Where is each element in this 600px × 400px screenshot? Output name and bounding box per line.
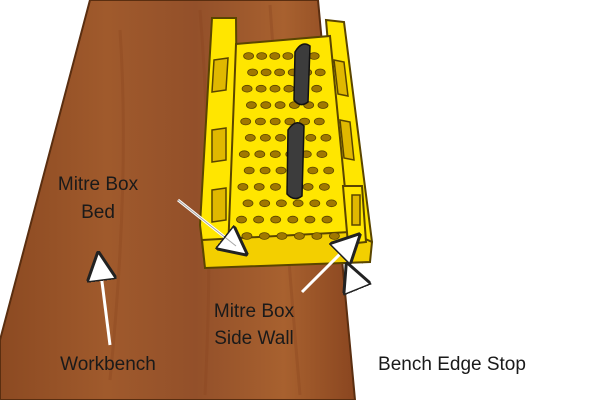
- bed-hole: [242, 199, 254, 208]
- bed-hole: [274, 68, 286, 77]
- bed-hole: [316, 150, 328, 159]
- bed-hole: [241, 232, 253, 240]
- bed-hole: [287, 215, 299, 224]
- bed-hole: [259, 199, 271, 208]
- bed-hole: [238, 150, 250, 159]
- bed-hole: [258, 232, 270, 240]
- arrow-icon: [177, 198, 236, 246]
- bed-hole: [323, 166, 335, 175]
- bed-hole: [299, 117, 311, 126]
- bed-hole: [305, 134, 317, 142]
- bed-hole: [309, 199, 321, 208]
- bed-hole: [240, 117, 252, 126]
- label-bed-line1: Mitre Box: [58, 174, 139, 195]
- bed-hole: [237, 183, 249, 191]
- bed-hole: [326, 199, 337, 208]
- bed-hole: [308, 52, 320, 60]
- bed-hole: [283, 84, 295, 93]
- bed-hole: [275, 166, 287, 175]
- label-bench-edge-stop: Bench Edge Stop: [378, 354, 526, 375]
- bed-hole: [260, 101, 272, 109]
- bed-hole: [269, 52, 281, 60]
- bed-hole: [284, 117, 296, 126]
- bed-hole: [304, 215, 316, 224]
- bed-hole: [256, 52, 268, 60]
- bed-hole: [274, 101, 286, 109]
- bed-hole: [236, 215, 247, 224]
- bed-hole: [270, 215, 282, 224]
- bed-hole: [253, 215, 265, 224]
- left-wall-notches: [211, 57, 229, 223]
- bed-hole: [260, 68, 272, 77]
- bed-hole: [243, 166, 255, 175]
- bed-hole: [311, 232, 323, 240]
- bed-hole: [276, 232, 288, 240]
- bed-hole: [243, 52, 255, 60]
- bed-hole: [275, 134, 286, 142]
- bed-hole: [320, 134, 332, 142]
- arrow-icon: [100, 266, 110, 346]
- bed-hole: [292, 199, 304, 208]
- bed-hole: [321, 215, 333, 224]
- bed-hole: [282, 52, 294, 60]
- bed-hole: [314, 68, 326, 77]
- peg-icon: [286, 122, 305, 200]
- bed-hole: [247, 68, 259, 77]
- peg-icon: [293, 43, 311, 106]
- bed-hole: [328, 232, 340, 240]
- bed-hole: [318, 183, 330, 191]
- bed-hole: [269, 150, 281, 159]
- bed-hole: [253, 183, 265, 191]
- bed-hole: [245, 101, 257, 109]
- label-wall-line1: Mitre Box: [214, 301, 295, 322]
- bed-hole: [254, 150, 266, 159]
- bed-hole: [275, 199, 287, 208]
- bed-hole: [254, 117, 266, 126]
- bed-hole: [259, 134, 271, 142]
- bed-hole: [313, 117, 325, 126]
- bed-hole: [293, 232, 305, 240]
- label-workbench: Workbench: [60, 354, 156, 375]
- bed-hole: [241, 84, 253, 93]
- bed-hole: [270, 183, 281, 191]
- bed-hole: [311, 84, 323, 93]
- bed-hole: [259, 166, 271, 175]
- bed-hole: [244, 134, 256, 142]
- bed-hole: [269, 117, 281, 126]
- bed-hole: [317, 101, 329, 109]
- label-wall-line2: Side Wall: [214, 328, 294, 349]
- bed-hole: [255, 84, 267, 93]
- arrow-icon: [352, 276, 380, 341]
- label-bed-line2: Bed: [81, 202, 115, 223]
- bed-hole: [269, 84, 281, 93]
- bed-hole: [302, 183, 314, 191]
- arrow-icon: [300, 244, 350, 294]
- stop-slot: [351, 194, 361, 226]
- bed-hole: [307, 166, 319, 175]
